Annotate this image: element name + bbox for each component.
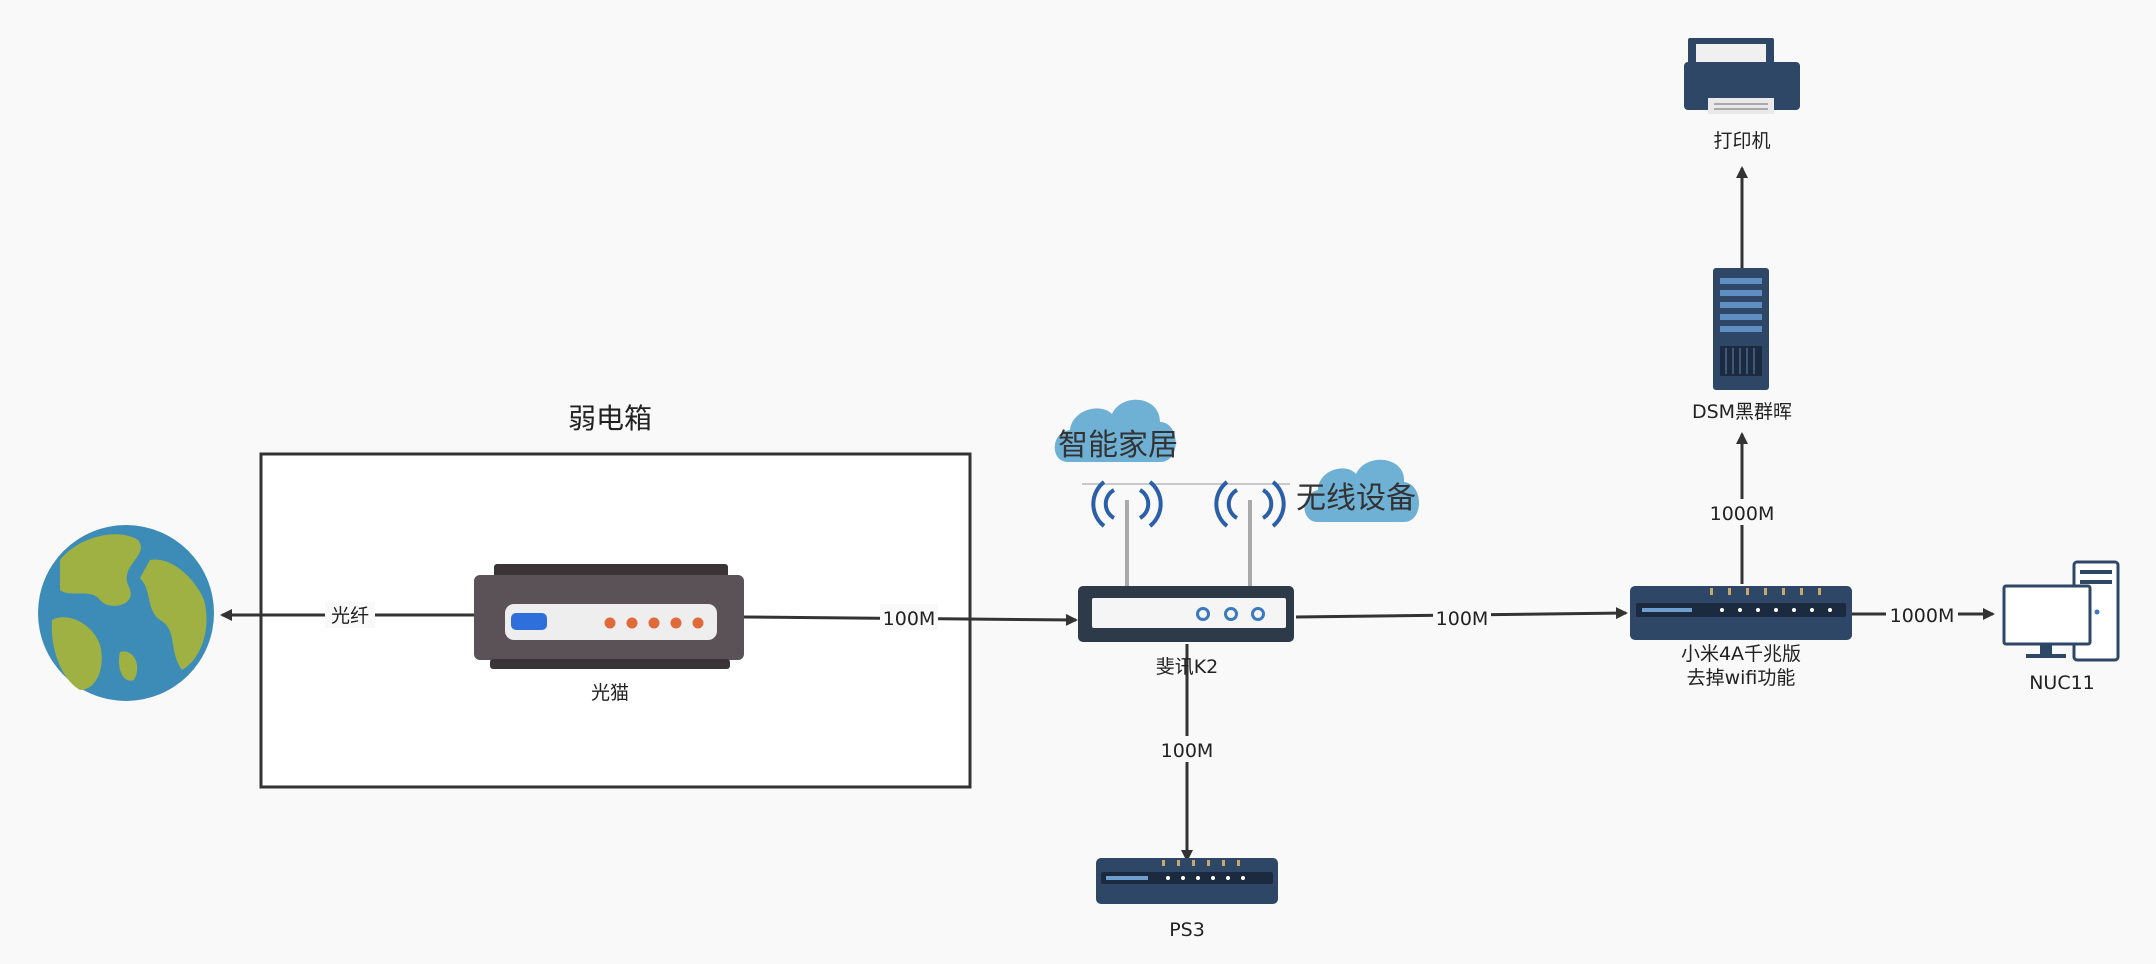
- printer-label: 打印机: [1713, 130, 1770, 152]
- weak-current-box-title: 弱电箱: [568, 402, 652, 435]
- wireless-devices-label: 无线设备: [1296, 481, 1416, 516]
- server-icon: [1713, 268, 1769, 390]
- modem-icon: [474, 564, 744, 669]
- printer-icon: [1684, 38, 1800, 114]
- ps3-label: PS3: [1169, 919, 1205, 941]
- nuc-label: NUC11: [2029, 672, 2095, 694]
- edge-label-mi-dsm: 1000M: [1710, 503, 1775, 525]
- wifi-router-icon: [1078, 480, 1294, 642]
- dsm-label: DSM黑群晖: [1692, 401, 1792, 423]
- modem-label: 光猫: [591, 682, 629, 704]
- edge-label-modem-k2: 100M: [883, 608, 936, 630]
- router-mi-label-line2: 去掉wifi功能: [1687, 667, 1796, 689]
- edge-label-mi-nuc: 1000M: [1890, 605, 1955, 627]
- smart-home-label: 智能家居: [1058, 428, 1178, 463]
- switch-icon: [1096, 858, 1278, 904]
- router-mi-label-line1: 小米4A千兆版: [1681, 643, 1801, 665]
- edge-label-fiber: 光纤: [331, 605, 369, 627]
- edge-label-k2-ps3: 100M: [1161, 740, 1214, 762]
- desktop-computer-icon: [2002, 560, 2120, 662]
- switch-icon: [1630, 586, 1852, 640]
- globe-icon: [38, 525, 214, 701]
- edge-label-k2-mi: 100M: [1436, 608, 1489, 630]
- cloud-icon: [1304, 459, 1419, 522]
- cloud-icon: [1054, 399, 1176, 462]
- router-k2-label: 斐讯K2: [1156, 656, 1219, 678]
